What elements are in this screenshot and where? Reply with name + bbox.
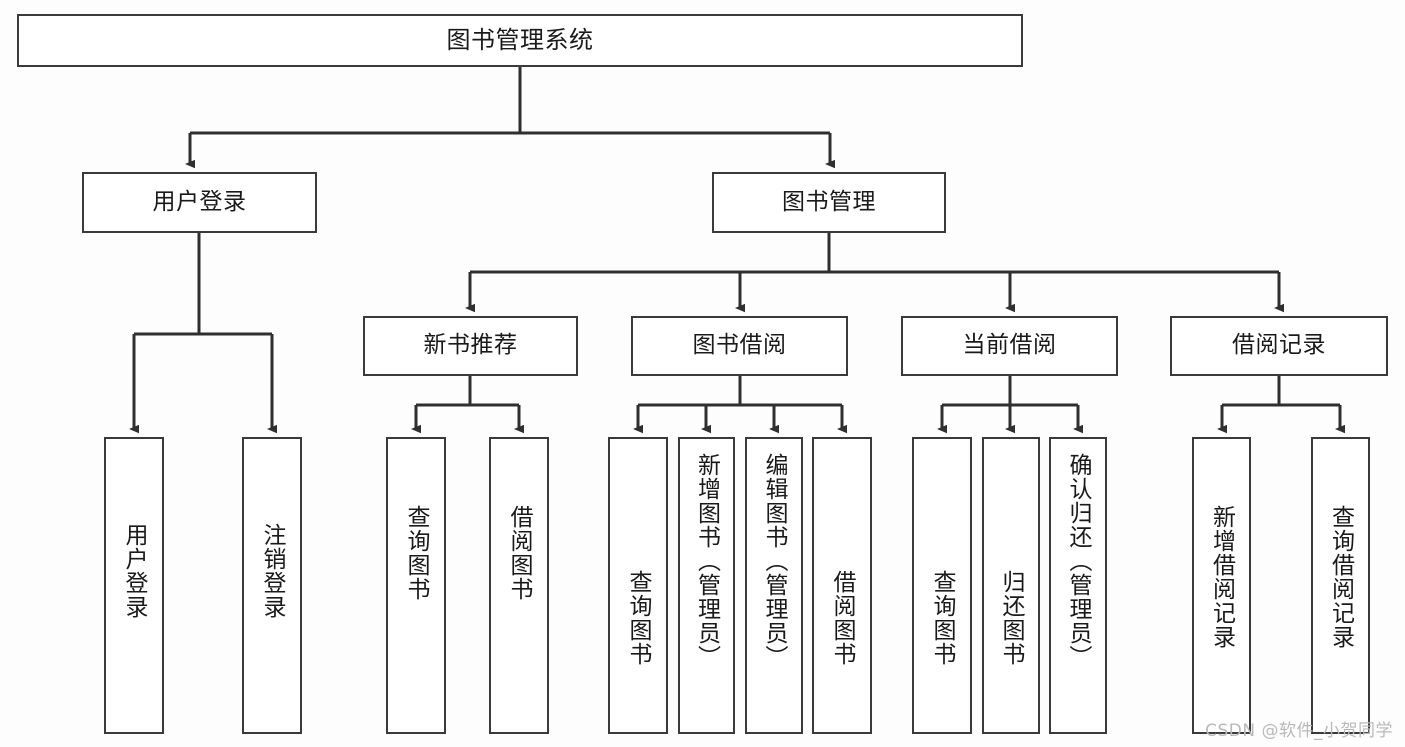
leaf-label: 查询图书	[929, 570, 956, 666]
leaf-label: 注销登录	[259, 523, 286, 619]
node-label: 借阅记录	[1232, 332, 1326, 359]
leaf-book-borrow-add[interactable]: 新增图书（管理员）	[678, 437, 735, 734]
leaf-user-login-logout[interactable]: 注销登录	[242, 437, 302, 734]
leaf-label: 查询图书	[403, 505, 430, 601]
node-root-system[interactable]: 图书管理系统	[17, 14, 1023, 67]
leaf-new-book-query[interactable]: 查询图书	[386, 437, 446, 734]
node-current-borrow[interactable]: 当前借阅	[901, 316, 1118, 376]
leaf-label: 新增借阅记录	[1208, 505, 1235, 649]
node-label: 当前借阅	[962, 332, 1057, 359]
leaf-current-borrow-query[interactable]: 查询图书	[912, 437, 972, 734]
leaf-current-borrow-confirm[interactable]: 确认归还（管理员）	[1049, 437, 1107, 734]
leaf-label: 查询借阅记录	[1327, 505, 1354, 649]
node-user-login[interactable]: 用户登录	[82, 172, 317, 233]
node-book-management[interactable]: 图书管理	[712, 172, 946, 233]
node-label: 图书借阅	[692, 332, 787, 359]
leaf-new-book-borrow[interactable]: 借阅图书	[489, 437, 549, 734]
leaf-book-borrow-borrow[interactable]: 借阅图书	[812, 437, 872, 734]
leaf-label: 借阅图书	[829, 570, 856, 666]
leaf-borrow-record-add[interactable]: 新增借阅记录	[1192, 437, 1251, 734]
leaf-book-borrow-query[interactable]: 查询图书	[608, 437, 668, 734]
leaf-label: 借阅图书	[506, 505, 533, 601]
node-book-borrow[interactable]: 图书借阅	[631, 316, 848, 376]
leaf-current-borrow-return[interactable]: 归还图书	[982, 437, 1040, 734]
node-new-book-recommend[interactable]: 新书推荐	[363, 316, 578, 376]
node-label: 用户登录	[152, 188, 247, 215]
leaf-label: 查询图书	[625, 570, 652, 666]
leaf-label: 编辑图书（管理员）	[761, 453, 788, 669]
node-borrow-record[interactable]: 借阅记录	[1170, 316, 1388, 376]
leaf-user-login-login[interactable]: 用户登录	[104, 437, 164, 734]
node-label: 新书推荐	[423, 332, 518, 359]
node-label: 图书管理	[782, 188, 876, 215]
leaf-label: 新增图书（管理员）	[693, 453, 720, 669]
leaf-book-borrow-edit[interactable]: 编辑图书（管理员）	[745, 437, 803, 734]
leaf-label: 用户登录	[121, 523, 148, 619]
leaf-borrow-record-query[interactable]: 查询借阅记录	[1311, 437, 1370, 734]
leaf-label: 归还图书	[998, 570, 1025, 666]
leaf-label: 确认归还（管理员）	[1065, 453, 1092, 669]
node-label: 图书管理系统	[446, 26, 594, 55]
